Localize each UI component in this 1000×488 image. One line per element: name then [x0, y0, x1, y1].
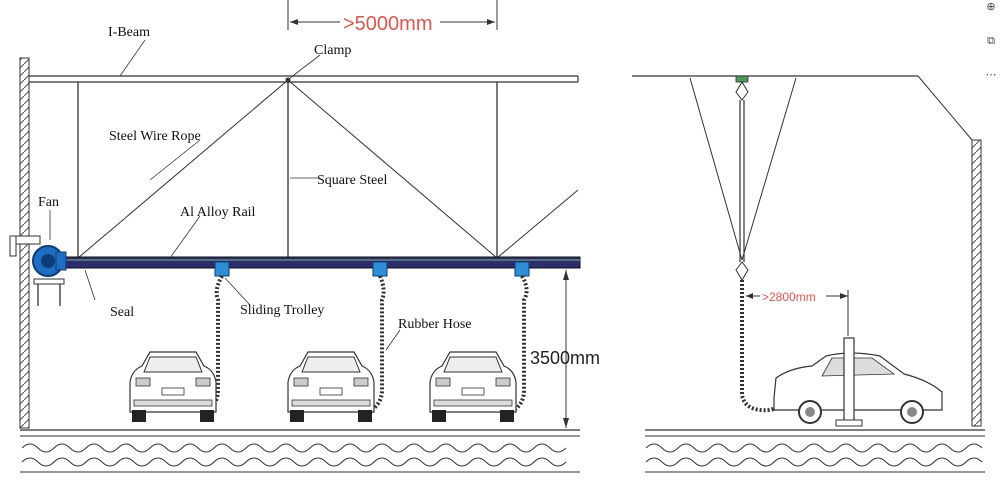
clamp — [285, 77, 291, 83]
spacing-dimension-text: >5000mm — [343, 13, 433, 35]
copy-icon[interactable]: ⧉ — [987, 34, 995, 47]
zoom-icon[interactable]: ⊕ — [986, 0, 996, 13]
label-sliding-trolley: Sliding Trolley — [240, 303, 324, 318]
steel-wire-rope — [77, 79, 579, 259]
side-view: >2800mm — [632, 75, 985, 473]
label-al-alloy-rail: Al Alloy Rail — [180, 205, 256, 220]
label-steel-wire-rope: Steel Wire Rope — [109, 129, 201, 144]
label-square-steel: Square Steel — [317, 173, 387, 188]
clearance-dimension-text: >2800mm — [762, 290, 816, 304]
car-2 — [287, 351, 375, 423]
spacing-dimension: >5000mm — [287, 0, 498, 35]
height-dimension-text: 3500mm — [530, 348, 600, 368]
al-alloy-rail — [61, 256, 581, 269]
label-rubber-hose: Rubber Hose — [398, 317, 472, 332]
label-clamp: Clamp — [314, 43, 351, 58]
car-1 — [129, 351, 217, 423]
label-seal: Seal — [110, 305, 134, 320]
height-dimension: 3500mm — [530, 270, 600, 428]
more-icon[interactable]: ⋯ — [985, 68, 997, 81]
label-leaders — [49, 39, 401, 351]
car-3 — [429, 351, 517, 423]
ground-left — [20, 429, 580, 473]
side-toolbar: ⊕ ⧉ ⋯ — [984, 0, 998, 102]
square-steel-posts — [77, 82, 498, 258]
label-i-beam: I-Beam — [108, 25, 150, 40]
label-fan: Fan — [38, 195, 59, 210]
i-beam — [29, 75, 579, 83]
fan — [9, 235, 67, 306]
